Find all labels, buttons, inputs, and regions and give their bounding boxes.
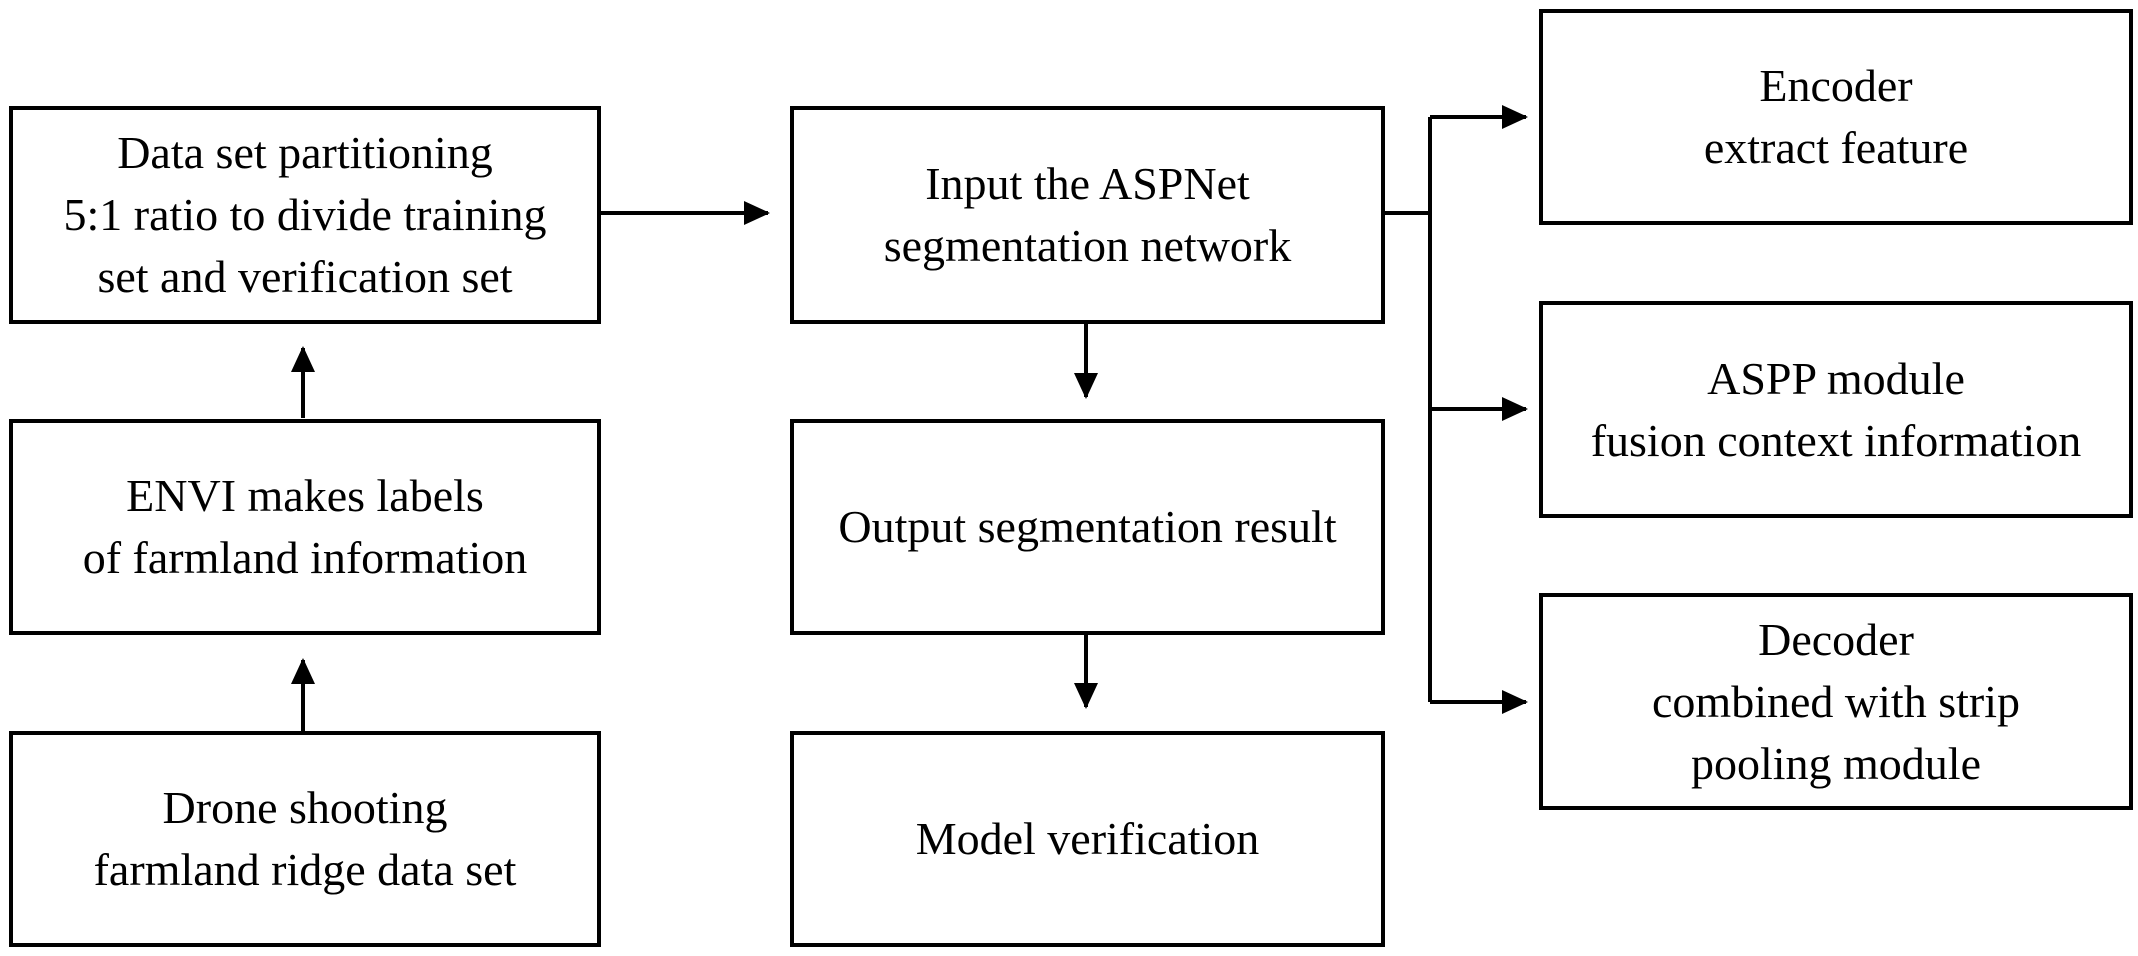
node-text-line: extract feature [1703,122,1969,173]
node-aspp-module: ASPP module fusion context information [1539,301,2133,518]
node-text-line: Drone shooting [162,782,448,833]
node-text-line: 5:1 ratio to divide training [63,189,547,240]
node-text-line: Decoder [1758,613,1914,665]
node-text-line: ASPP module [1707,352,1965,404]
node-text-line: Model verification [915,813,1260,864]
node-text-line: pooling module [1690,737,1982,789]
node-drone-shooting: Drone shooting farmland ridge data set [9,731,601,947]
node-envi-labels: ENVI makes labels of farmland informatio… [9,419,601,635]
node-output-segmentation: Output segmentation result [790,419,1385,635]
node-decoder: Decoder combined with strip pooling modu… [1539,593,2133,810]
node-text-line: Input the ASPNet [925,158,1250,209]
node-encoder: Encoder extract feature [1539,9,2133,225]
node-text-line: fusion context information [1590,414,2082,466]
node-input-aspnet: Input the ASPNet segmentation network [790,106,1385,324]
node-model-verification: Model verification [790,731,1385,947]
node-text-line: segmentation network [883,220,1292,271]
node-text-line: ENVI makes labels [126,470,484,521]
node-text-line: Data set partitioning [117,127,493,178]
node-text-line: Output segmentation result [838,501,1337,552]
node-text-line: farmland ridge data set [93,844,517,895]
node-data-set-partitioning: Data set partitioning 5:1 ratio to divid… [9,106,601,324]
node-text-line: Encoder [1759,60,1913,111]
node-text-line: set and verification set [97,251,513,302]
node-text-line: combined with strip [1652,675,2020,727]
node-text-line: of farmland information [82,532,528,583]
